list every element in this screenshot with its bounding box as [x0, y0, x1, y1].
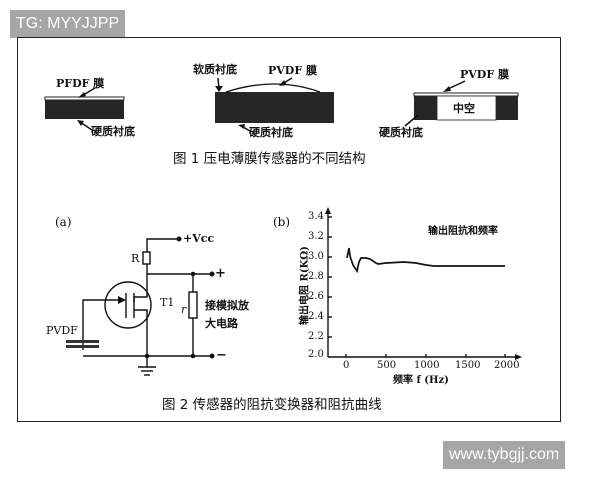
plus-terminal-label: +	[215, 266, 226, 281]
plot-xlabel: 频率 f (Hz)	[393, 375, 449, 386]
xtick-0: 0	[343, 360, 350, 371]
structure-c-hollow-label: 中空	[453, 102, 475, 115]
ytick-3-0: 3.0	[308, 251, 324, 262]
xtick-1500: 1500	[455, 360, 481, 371]
structure-a-diagram	[44, 87, 125, 131]
minus-terminal-label: −	[216, 348, 227, 363]
ytick-2-6: 2.6	[308, 291, 324, 302]
structure-b-substrate-label: 硬质衬底	[249, 126, 293, 139]
plot-legend: 输出阻抗和频率	[428, 226, 498, 237]
output-label-line2: 大电路	[205, 317, 238, 330]
ytick-3-2: 3.2	[308, 231, 324, 242]
ytick-2-0: 2.0	[308, 349, 324, 360]
vcc-label: +Vcc	[183, 232, 215, 245]
structure-b-film-label: PVDF 膜	[268, 64, 317, 77]
structure-c-film-label: PVDF 膜	[460, 68, 509, 81]
pvdf-sensor-label: PVDF	[46, 324, 78, 337]
xtick-2000: 2000	[494, 360, 520, 371]
xtick-1000: 1000	[414, 360, 440, 371]
ytick-3-4: 3.4	[308, 211, 324, 222]
transistor-label: T1	[160, 296, 175, 309]
watermark-bottom-right: www.tybgjj.com	[443, 441, 566, 469]
ytick-2-4: 2.4	[308, 311, 324, 322]
figure1-caption: 图 1 压电薄膜传感器的不同结构	[173, 151, 366, 167]
structure-a-substrate-label: 硬质衬底	[91, 125, 135, 138]
structure-b-soft-label: 软质衬底	[193, 63, 237, 76]
load-resistor-label: r	[181, 303, 187, 316]
output-label-line1: 接模拟放	[205, 299, 249, 312]
ytick-2-8: 2.8	[308, 271, 324, 282]
figure2-caption: 图 2 传感器的阻抗变换器和阻抗曲线	[162, 397, 382, 413]
structure-a-film-label: PFDF 膜	[56, 77, 105, 90]
ytick-2-2: 2.2	[308, 331, 324, 342]
plot-ylabel: 输出电阻 R(KΩ)	[299, 246, 311, 325]
circuit-panel-label: (a)	[55, 215, 72, 229]
structure-c-diagram	[404, 80, 519, 127]
figure1-structures	[44, 77, 519, 132]
xtick-500: 500	[377, 360, 397, 371]
plot-panel-label: (b)	[273, 215, 291, 229]
structure-b-diagram	[215, 77, 334, 132]
structure-c-substrate-label: 硬质衬底	[379, 126, 423, 139]
watermark-top-left: TG: MYYJJPP	[10, 10, 126, 38]
resistor-label: R	[131, 252, 140, 265]
